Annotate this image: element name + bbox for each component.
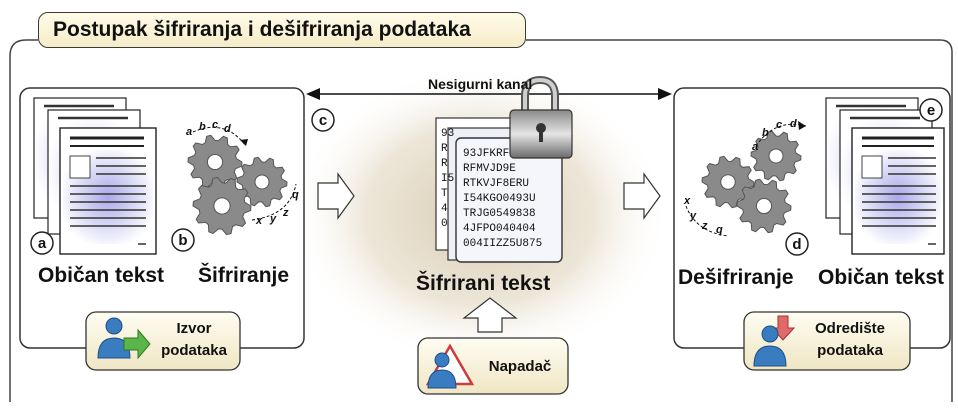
gear-letter: c [776,119,782,131]
rotation-arc-top-left [192,126,247,147]
svg-text:e: e [927,102,935,119]
gear-letter: q [716,224,723,236]
marker-d: d [785,232,809,256]
cipher-line-back: 0 [441,218,448,230]
gear-letter: a [186,126,192,138]
gear-hub [755,197,773,215]
cipher-line-back: I5 [441,173,454,185]
encryption-label: Šifriranje [198,264,290,287]
plaintext-label-left: Običan tekst [38,264,165,287]
gear-hub [206,153,224,171]
gear-hub [768,148,784,164]
gear-letter: d [224,123,231,135]
plaintext-document-stack-left [33,97,157,255]
insecure-channel-label: Nesigurni kanal [428,76,533,92]
attacker-label: Napadač [489,358,552,375]
gear-letter: c [212,119,218,131]
flow-arrow-up-icon [462,297,518,333]
attacker-button: Napadač [417,337,569,395]
plaintext-label-right: Običan tekst [818,266,945,289]
gear-letter: b [762,127,769,139]
marker-e: e [919,98,943,122]
padlock-icon [509,75,573,159]
flow-arrow-right-icon [623,172,661,220]
gear-letter: a [752,141,758,153]
rotation-arc-bottom-right [685,205,729,237]
rotation-arrowhead [798,121,806,130]
cipher-line: 004IIZZ5U875 [463,238,542,250]
marker-b: b [171,228,195,252]
destination-data-button: Odredište podataka [743,311,911,371]
cipher-line-back: R [441,158,448,170]
gear-letter: x [255,215,263,227]
ciphertext-label: Šifrirani tekst [416,272,551,295]
cipher-line: RFMVJD9E [463,163,516,175]
outer-frame [9,39,953,402]
encryption-gears-icon [187,134,288,236]
person-download-icon [753,315,796,367]
cipher-line-back: 93 [441,128,454,140]
gear-letter: b [199,121,206,133]
cipher-line: I54KGO0493U [463,193,536,205]
flow-arrow-right-icon [317,172,355,220]
rotation-arc-bottom-left [251,183,297,221]
cipher-line: 4JFPO040404 [463,223,536,235]
ciphertext-lines: 93JFKRFC RFMVJD9E RTKVJF8ERU I54KGO0493U TRJ… [463,148,542,250]
source-data-button: Izvor podataka [85,311,241,371]
cipher-line: RTKVJF8ERU [463,178,529,190]
marker-c: c [311,108,335,132]
decryption-gears-icon [701,130,802,234]
person-with-arrow-icon [97,317,151,360]
source-line-2: podataka [161,342,228,359]
svg-text:a: a [38,235,47,252]
channel-arrow [306,88,672,100]
rotation-arrowhead [240,139,248,146]
gear-letter: x [683,195,691,207]
source-line-1: Izvor [176,320,211,337]
gear-letter: y [269,213,277,225]
destination-line-1: Odredište [815,320,885,337]
person-warning-icon [425,343,475,389]
gear-letter: z [701,220,708,232]
decryption-label: Dešifriranje [678,266,794,289]
gear-letter: y [689,210,697,222]
svg-text:c: c [319,112,327,129]
svg-text:b: b [178,232,187,249]
cipher-line: 93JFKRFC [463,148,516,160]
gear-hub [213,197,231,215]
gear-hub [254,174,270,190]
cipher-line-back: T [441,188,448,200]
gear-hub [720,174,736,190]
svg-text:d: d [792,236,801,253]
cipher-line-back: 4 [441,203,448,215]
cipher-line: TRJG0549838 [463,208,536,220]
gear-letter: d [790,118,797,130]
ciphertext-document-stack [435,117,563,263]
diagram-title: Postupak šifriranja i dešifriranja podat… [38,12,526,48]
gear-letter: z [282,207,289,219]
marker-a: a [30,231,54,255]
destination-line-2: podataka [817,342,884,359]
plaintext-document-stack-right [825,97,945,255]
cipher-line-back: R [441,143,448,155]
gear-letter: q [292,189,299,201]
